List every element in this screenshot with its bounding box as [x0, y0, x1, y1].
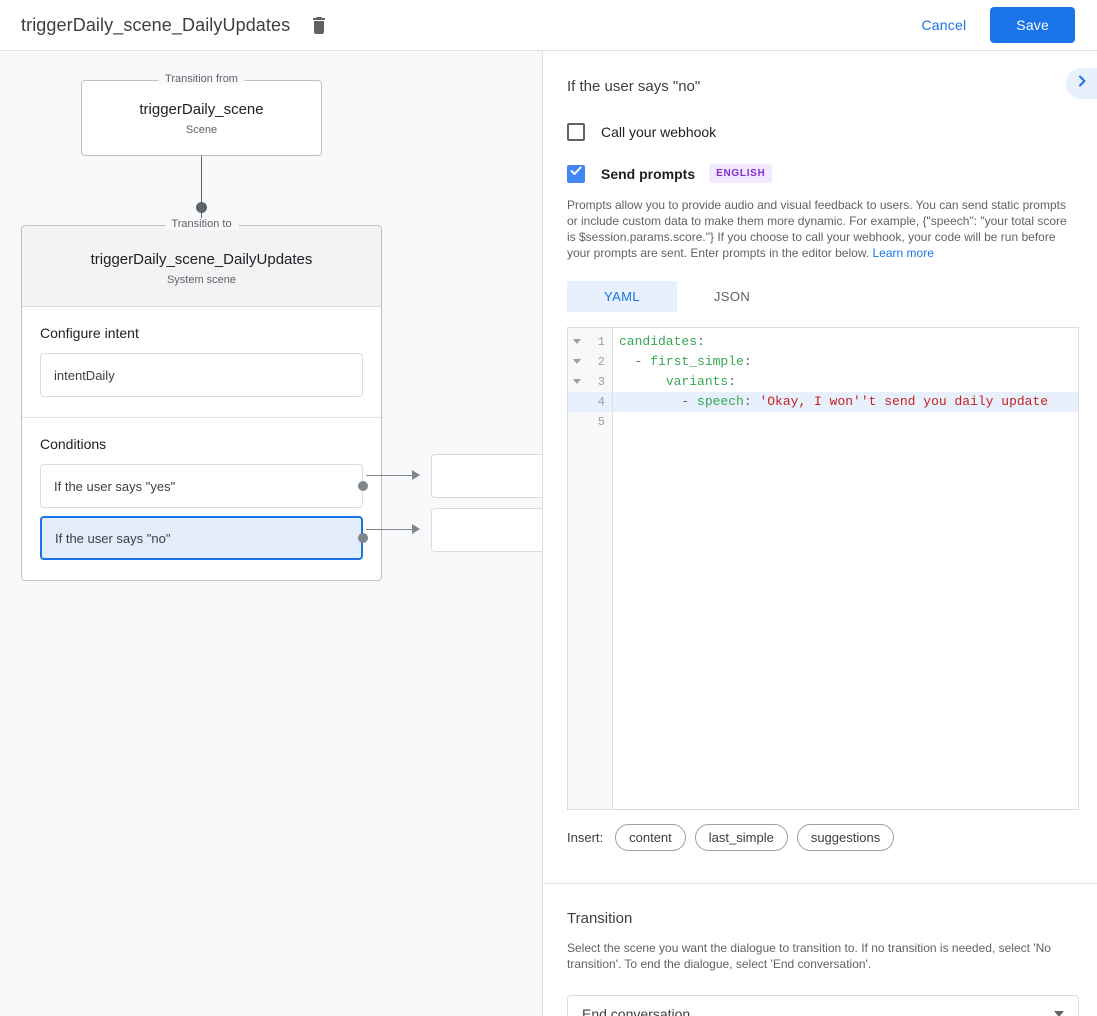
condition-no-connector-dot	[358, 533, 368, 543]
insert-chip-last-simple[interactable]: last_simple	[694, 824, 788, 851]
tab-yaml[interactable]: YAML	[567, 281, 677, 312]
webhook-checkbox-row[interactable]: Call your webhook	[544, 123, 1097, 141]
webhook-checkbox-label: Call your webhook	[601, 124, 717, 140]
editor-code-line[interactable]: variants:	[665, 374, 737, 389]
editor-code-line[interactable]: - first_simple:	[619, 354, 752, 369]
insert-chips-row: Insert: content last_simple suggestions	[567, 824, 1097, 851]
tab-json[interactable]: JSON	[713, 289, 751, 304]
edge-arrow-yes	[412, 470, 420, 480]
format-tabs: YAML JSON	[567, 281, 1097, 312]
node-transition-from[interactable]: Transition from triggerDaily_scene Scene	[81, 73, 322, 156]
editor-code-line[interactable]: - speech: 'Okay, I won''t send you daily…	[613, 392, 1078, 412]
cancel-button[interactable]: Cancel	[908, 8, 981, 42]
detail-panel-title: If the user says "no"	[567, 78, 701, 95]
delete-button[interactable]	[306, 12, 332, 38]
send-prompts-checkbox[interactable]	[567, 164, 585, 183]
target-node-no[interactable]	[431, 508, 542, 552]
detail-panel: If the user says "no" Call your webhook …	[544, 51, 1097, 1016]
send-prompts-checkbox-row[interactable]: Send prompts ENGLISH	[544, 164, 1097, 183]
node-to-header: Transition to triggerDaily_scene_DailyUp…	[22, 218, 381, 307]
condition-yes-label: If the user says "yes"	[54, 478, 176, 494]
node-from-legend: Transition from	[158, 73, 245, 85]
configure-intent-title: Configure intent	[40, 325, 139, 341]
transition-title: Transition	[567, 910, 633, 927]
editor-code-line[interactable]: candidates:	[619, 334, 705, 349]
editor-line-number: 5	[597, 415, 605, 429]
prompts-description-text: Prompts allow you to provide audio and v…	[567, 198, 1067, 260]
transition-description: Select the scene you want the dialogue t…	[567, 941, 1051, 971]
node-to-subtitle: System scene	[166, 274, 237, 286]
conditions-section: Conditions If the user says "yes" If the…	[22, 417, 381, 580]
node-to-legend: Transition to	[164, 218, 239, 230]
checkmark-icon	[569, 164, 583, 183]
editor-line-number: 2	[568, 352, 612, 372]
chevron-down-icon	[1054, 1011, 1064, 1016]
edge-line-no	[366, 529, 412, 530]
fold-triangle-icon[interactable]	[573, 379, 581, 384]
edge-line-yes	[366, 475, 412, 476]
expand-panel-button[interactable]	[1066, 68, 1097, 99]
editor-line-number: 3	[568, 372, 612, 392]
transition-select-value: End conversation	[582, 1006, 691, 1016]
learn-more-link[interactable]: Learn more	[872, 246, 934, 260]
transition-section: Transition Select the scene you want the…	[544, 884, 1097, 1016]
intent-value-box[interactable]: intentDaily	[40, 353, 363, 397]
fold-triangle-icon[interactable]	[573, 359, 581, 364]
detail-panel-header: If the user says "no"	[544, 51, 1097, 99]
editor-code-area[interactable]: candidates: - first_simple: variants: - …	[613, 328, 1078, 809]
target-node-yes[interactable]	[431, 454, 542, 498]
intent-value-label: intentDaily	[54, 367, 115, 383]
node-from-name: triggerDaily_scene	[139, 100, 264, 118]
page-title: triggerDaily_scene_DailyUpdates	[21, 14, 291, 35]
language-badge: ENGLISH	[709, 164, 773, 183]
configure-intent-section: Configure intent intentDaily	[22, 307, 381, 417]
insert-chip-suggestions[interactable]: suggestions	[796, 824, 895, 851]
editor-line-number: 1	[568, 332, 612, 352]
chevron-right-icon	[1075, 74, 1089, 93]
prompts-description: Prompts allow you to provide audio and v…	[567, 197, 1074, 261]
insert-chip-content[interactable]: content	[615, 824, 686, 851]
node-transition-to[interactable]: Transition to triggerDaily_scene_DailyUp…	[21, 218, 382, 581]
condition-row-yes[interactable]: If the user says "yes"	[40, 464, 368, 508]
condition-no-box[interactable]: If the user says "no"	[40, 516, 363, 560]
condition-row-no[interactable]: If the user says "no"	[40, 516, 368, 560]
top-app-bar: triggerDaily_scene_DailyUpdates Cancel S…	[0, 0, 1097, 51]
node-to-name: triggerDaily_scene_DailyUpdates	[90, 251, 313, 268]
send-prompts-checkbox-label: Send prompts	[601, 165, 696, 182]
edge-arrow-no	[412, 524, 420, 534]
webhook-checkbox[interactable]	[567, 123, 585, 141]
editor-line-number: 4	[568, 392, 612, 412]
graph-canvas[interactable]: Transition from triggerDaily_scene Scene…	[0, 51, 543, 1016]
graph-edge-dot	[196, 202, 207, 213]
condition-yes-box[interactable]: If the user says "yes"	[40, 464, 363, 508]
conditions-title: Conditions	[40, 436, 107, 452]
save-button[interactable]: Save	[990, 7, 1075, 43]
insert-label: Insert:	[567, 830, 604, 845]
node-from-subtitle: Scene	[185, 123, 218, 136]
condition-yes-connector-dot	[358, 481, 368, 491]
fold-triangle-icon[interactable]	[573, 339, 581, 344]
trash-icon	[311, 16, 327, 34]
condition-no-label: If the user says "no"	[55, 530, 171, 546]
transition-select[interactable]: End conversation	[567, 995, 1079, 1016]
section-divider	[544, 883, 1097, 884]
editor-code-line[interactable]	[613, 412, 1078, 432]
